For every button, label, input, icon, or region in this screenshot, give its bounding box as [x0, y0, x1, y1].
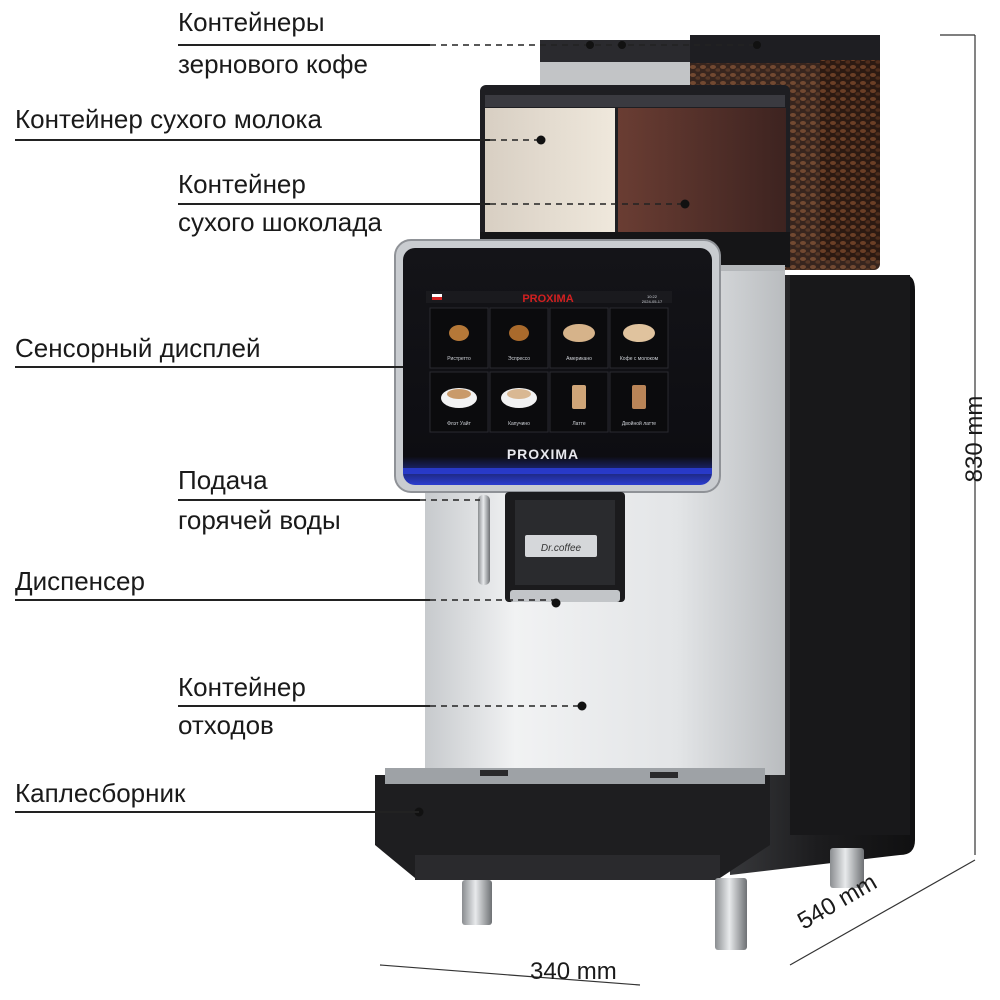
chocolate-powder-container: [618, 108, 786, 233]
leader-coffee-beans: [178, 44, 430, 46]
leader-milk: [15, 139, 490, 141]
screen-drink-captions: Ристретто Эспрессо Американо Кофе с моло…: [447, 356, 659, 427]
drink-caption: Кофе с молоком: [620, 356, 659, 362]
label-chocolate-1: Контейнер: [178, 169, 306, 199]
leader-drip: [15, 811, 419, 813]
screen-brand-bottom: PROXIMA: [507, 446, 579, 462]
drink-caption: Американо: [566, 356, 592, 362]
dimension-height: 830 mm: [961, 395, 988, 483]
leader-waste: [178, 705, 430, 707]
leg: [830, 848, 864, 888]
leader-display: [15, 366, 403, 368]
leg: [715, 878, 747, 950]
label-coffee-beans-2: зернового кофе: [178, 49, 368, 79]
leg: [462, 880, 492, 925]
leader-hot-water: [178, 499, 420, 501]
screen-brand-top: PROXIMA: [522, 293, 573, 305]
drink-caption: Ристретто: [447, 356, 471, 362]
drink-caption: Флэт Уайт: [447, 420, 471, 427]
label-hot-water-2: горячей воды: [178, 505, 341, 535]
leader-chocolate: [178, 203, 490, 205]
drink-caption: Двойной латте: [622, 420, 656, 427]
milk-powder-container: [485, 108, 615, 233]
label-waste-1: Контейнер: [178, 672, 306, 702]
width-dimension-line: [379, 964, 641, 986]
dimension-width: 340 mm: [530, 958, 617, 985]
hot-water-spout: [478, 495, 490, 585]
label-display: Сенсорный дисплей: [15, 333, 261, 363]
drink-caption: Капучино: [508, 421, 530, 427]
screen-status-time: 10:22: [647, 294, 658, 299]
leader-dispenser: [15, 599, 430, 601]
label-dispenser: Диспенсер: [15, 566, 145, 596]
label-waste-2: отходов: [178, 710, 274, 740]
label-drip: Каплесборник: [15, 778, 186, 808]
drip-grill: [385, 768, 765, 784]
dispenser-badge-text: Dr.coffee: [541, 543, 582, 554]
screen-status-date: 2024-05-17: [642, 299, 663, 304]
label-milk: Контейнер сухого молока: [15, 104, 322, 134]
label-chocolate-2: сухого шоколада: [178, 207, 382, 237]
drink-caption: Латте: [572, 421, 585, 427]
dispenser-badge: [525, 535, 597, 557]
drink-caption: Эспрессо: [508, 356, 530, 362]
label-coffee-beans-1: Контейнеры: [178, 7, 325, 37]
label-hot-water-1: Подача: [178, 465, 268, 495]
drip-tray: [375, 775, 770, 878]
screen-tiles: [429, 307, 669, 433]
depth-dimension-line: [789, 859, 976, 966]
